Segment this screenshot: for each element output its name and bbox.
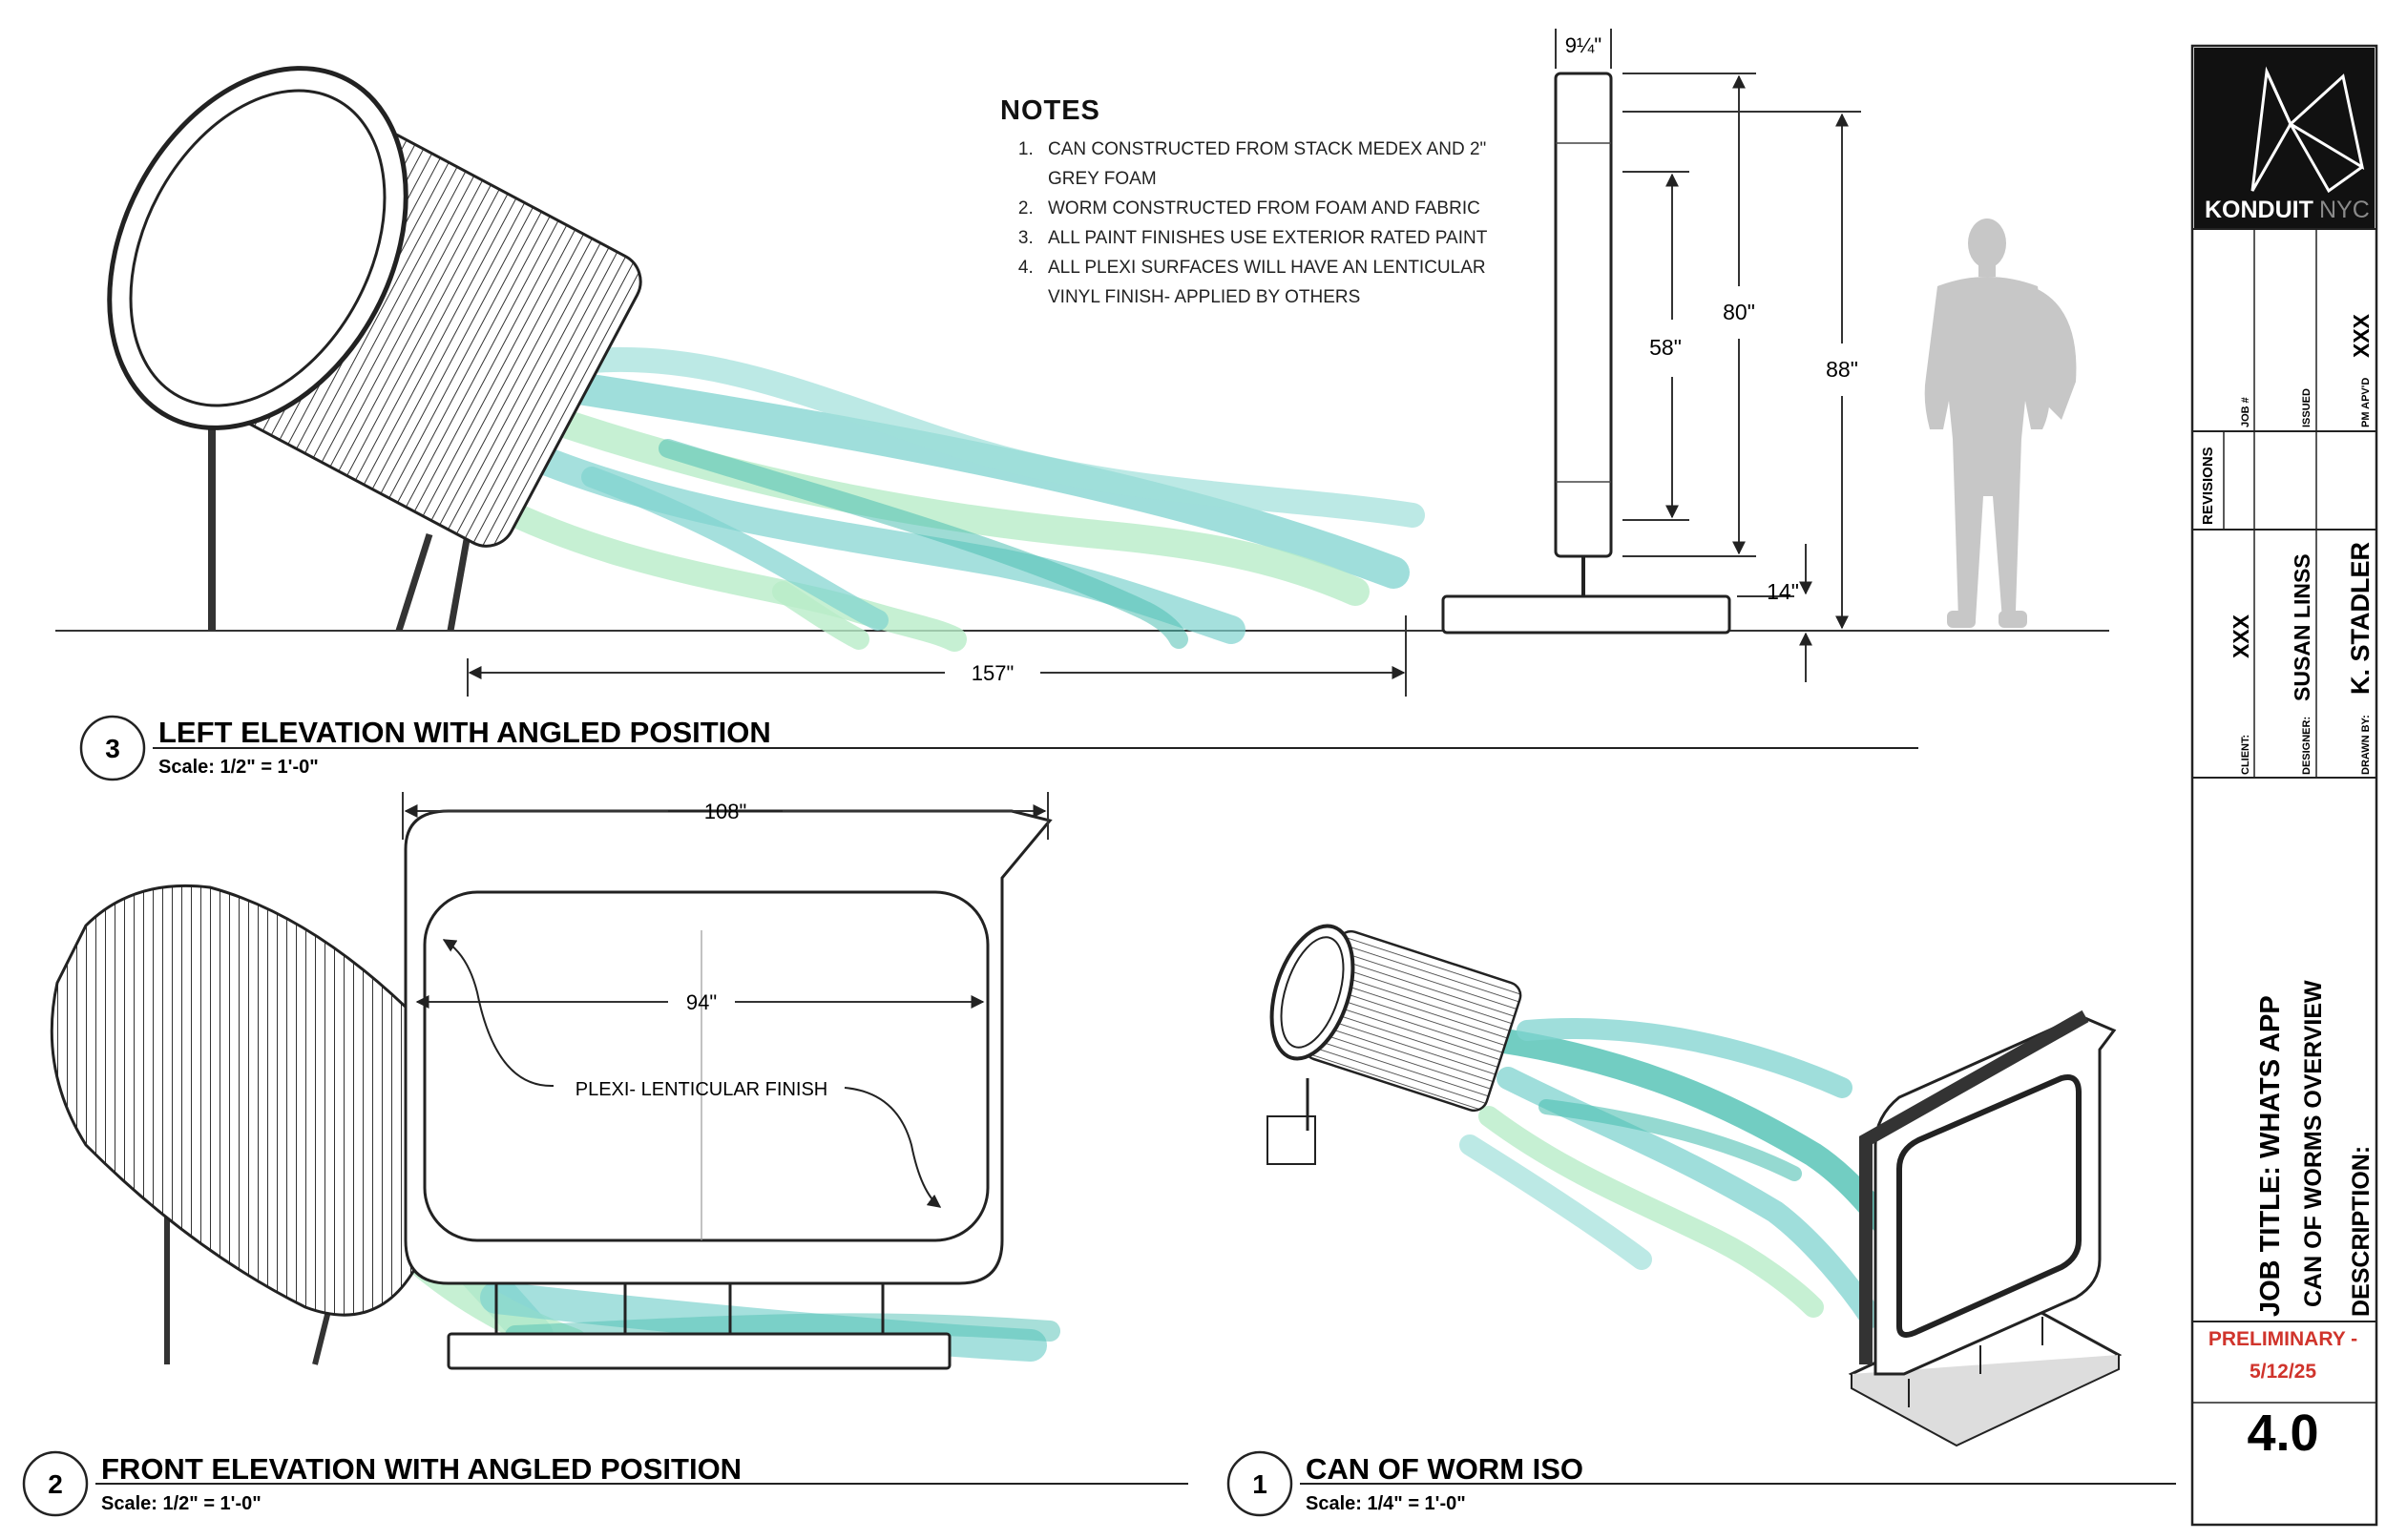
note-item: ALL PAINT FINISHES USE EXTERIOR RATED PA… [1038,223,1535,253]
pm-approved-value: XXX [2349,313,2374,358]
note-item: WORM CONSTRUCTED FROM FOAM AND FABRIC [1038,194,1535,223]
iso-panel [1848,1009,2123,1447]
logo-nyc: NYC [2319,197,2370,223]
revisions-label: REVISIONS [2200,447,2216,525]
status-line-2: 5/12/25 [2250,1361,2316,1383]
note-item: ALL PLEXI SURFACES WILL HAVE AN LENTICUL… [1038,253,1535,312]
description-label: DESCRIPTION: [2348,1146,2375,1317]
iso-drawing [1266,924,2123,1447]
view-2-number: 2 [48,1469,63,1499]
client-label: CLIENT: [2240,735,2251,775]
worm-tubes-left [465,346,1425,652]
sheet-number: 4.0 [2247,1405,2318,1462]
dimension-157 [467,615,1407,697]
left-elevation-drawing: 157" [55,66,2109,697]
designer-value: SUSAN LINSS [2290,553,2314,701]
status-line-1: PRELIMINARY - [2208,1328,2357,1350]
logo-konduit: KONDUIT [2205,197,2313,223]
view-3-title: LEFT ELEVATION WITH ANGLED POSITION [158,716,771,749]
note-item: CAN CONSTRUCTED FROM STACK MEDEX AND 2" … [1038,135,1535,194]
notes-heading: NOTES [1000,95,1100,126]
notes-list: CAN CONSTRUCTED FROM STACK MEDEX AND 2" … [1000,135,1535,312]
can-left-elevation [107,66,642,633]
client-value: XXX [2229,614,2253,658]
can-iso [1266,924,1522,1165]
view-1-title-block: 1 CAN OF WORM ISO Scale: 1/4" = 1'-0" [1226,1450,2176,1517]
dimension-157-label: 157" [972,661,1015,685]
view-1-number: 1 [1252,1469,1267,1499]
view-2-scale: Scale: 1/2" = 1'-0" [101,1493,262,1514]
notes-panel: NOTES CAN CONSTRUCTED FROM STACK MEDEX A… [1000,95,1535,312]
side-elevation-drawing: 9¼" 58" 80" 88" 14" [1441,29,2077,682]
dimension-88: 88" [1826,357,1858,382]
view-2-title: FRONT ELEVATION WITH ANGLED POSITION [101,1452,742,1486]
front-elevation-drawing: 108" 94" PLEXI- LENTICULAR FINISH [50,792,1060,1370]
view-3-number: 3 [105,734,120,763]
dimension-58: 58" [1649,335,1682,360]
dimension-14: 14" [1767,579,1799,604]
view-1-scale: Scale: 1/4" = 1'-0" [1306,1493,1466,1514]
drawing-overview: CAN OF WORMS OVERVIEW [2300,980,2327,1307]
dimension-108: 108" [704,800,747,823]
view-1-title: CAN OF WORM ISO [1306,1452,1583,1486]
dimension-94: 94" [686,990,717,1014]
job-title: JOB TITLE: WHATS APP [2255,995,2286,1317]
drawn-by-label: DRAWN BY: [2360,715,2372,775]
job-number-label: JOB # [2240,397,2251,427]
view-2-title-block: 2 FRONT ELEVATION WITH ANGLED POSITION S… [22,1450,1188,1517]
front-panel [404,809,1053,1370]
view-3-title-block: 3 LEFT ELEVATION WITH ANGLED POSITION Sc… [79,715,1918,781]
dimension-80: 80" [1723,300,1755,324]
pm-approved-label: PM APV'D [2360,378,2372,427]
plexi-callout: PLEXI- LENTICULAR FINISH [576,1079,828,1100]
drawn-by-value: K. STADLER [2346,542,2375,695]
dimension-thickness: 9¼" [1565,33,1601,57]
title-block: KONDUIT NYC REVISIONS JOB # ISSUED PM AP… [2190,44,2378,1527]
view-3-scale: Scale: 1/2" = 1'-0" [158,757,319,778]
konduit-logo: KONDUIT NYC [2194,48,2375,229]
issued-label: ISSUED [2301,388,2313,427]
can-front-elevation [50,884,422,1365]
scale-figure [1924,219,2077,628]
designer-label: DESIGNER: [2301,717,2313,775]
